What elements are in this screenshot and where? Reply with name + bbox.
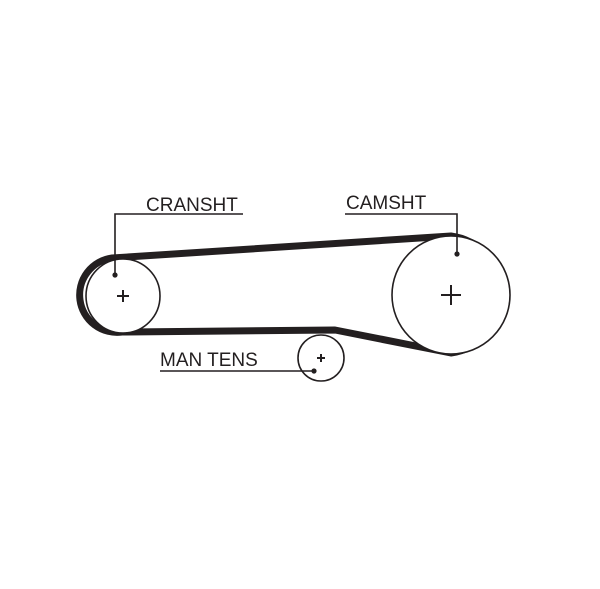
- crankshaft-label: CRANSHT: [146, 195, 238, 216]
- camshaft-leader: [345, 213, 460, 257]
- tensioner-pulley: [297, 334, 345, 382]
- tensioner-leader: [160, 368, 317, 374]
- camshaft-label: CAMSHT: [346, 193, 427, 214]
- tensioner-label: MAN TENS: [160, 350, 258, 371]
- camshaft-pulley: [391, 235, 511, 355]
- crankshaft-pulley: [85, 258, 161, 334]
- crankshaft-leader: [112, 213, 243, 278]
